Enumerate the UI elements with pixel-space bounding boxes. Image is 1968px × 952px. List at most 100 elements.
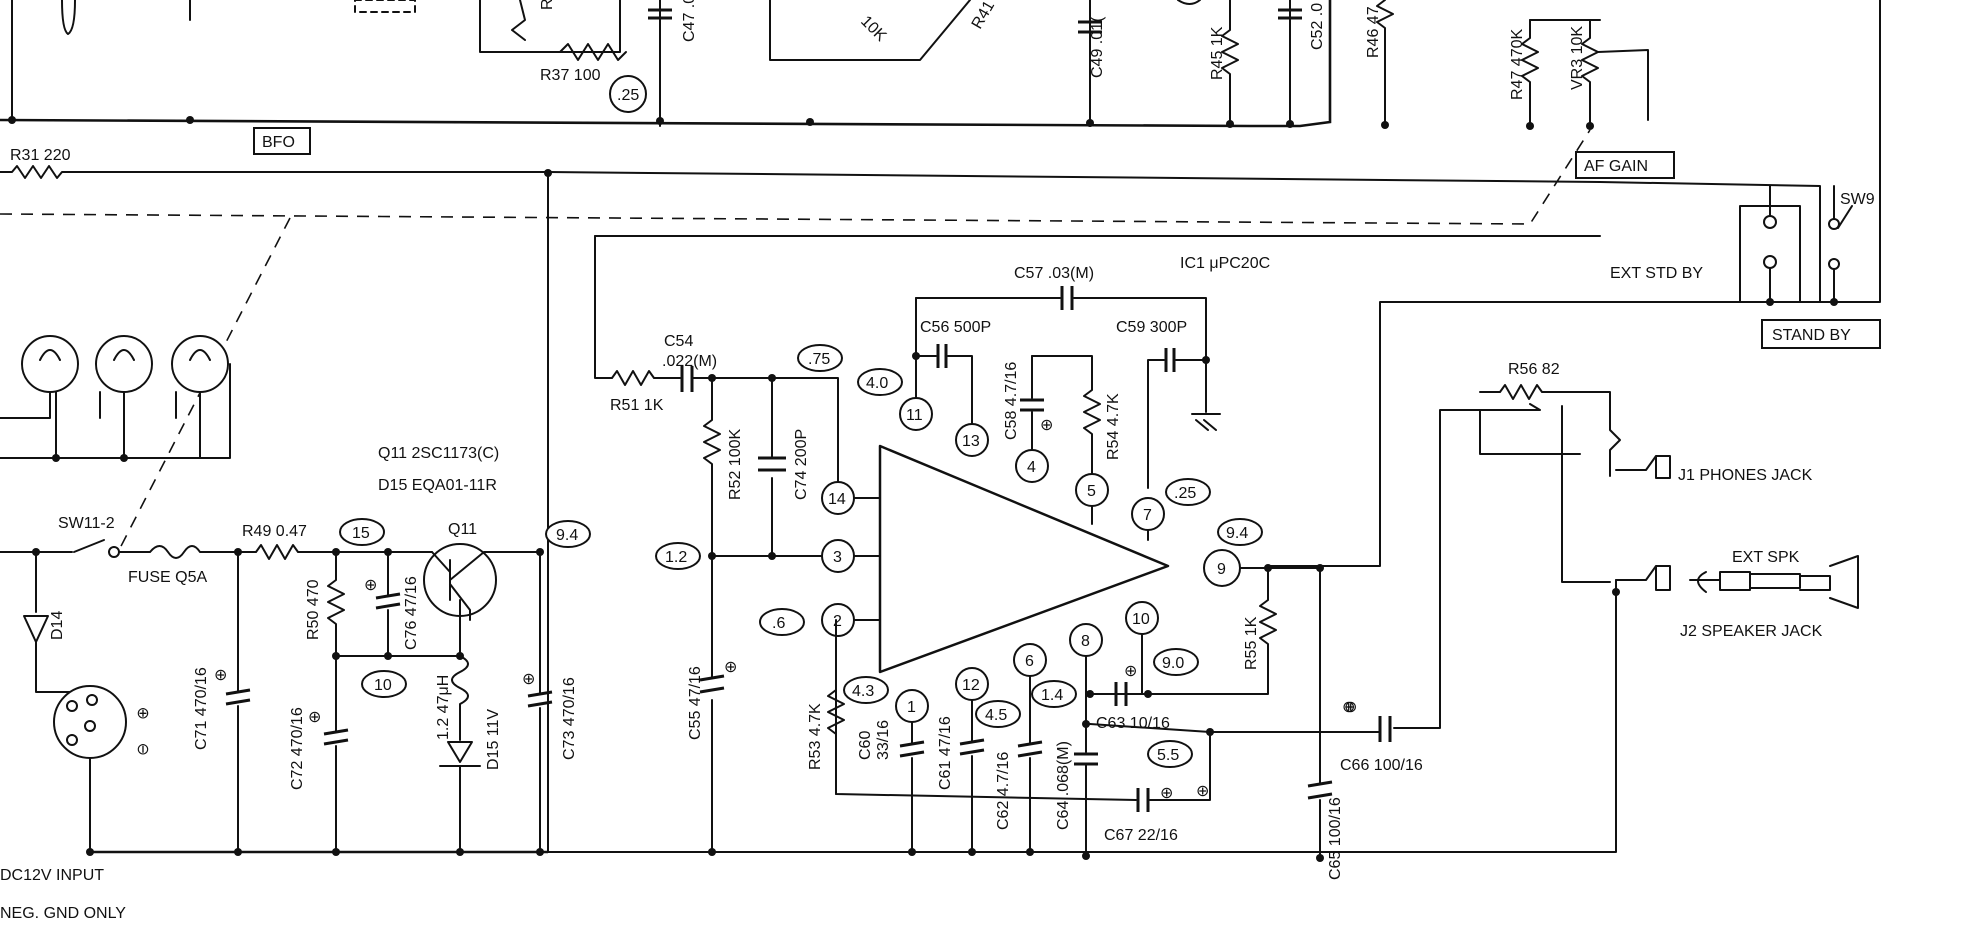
c63-capacitor [1114, 682, 1128, 706]
lamp-1 [21, 335, 79, 393]
bfo-label: BFO [262, 134, 295, 151]
pin-8: 8 [1081, 633, 1090, 650]
pin-left-stubs [853, 497, 881, 621]
r53-resistor [827, 635, 845, 795]
sw11-blade [73, 539, 105, 553]
c67-capacitor [1136, 788, 1150, 812]
output-network: C65 100/16 ⊕ C66 100/16 ⊕ C63 10/16 ⊕ R5… [835, 409, 1481, 880]
af-gain-dashed-link [0, 129, 1591, 225]
r31-rail: R31 220 [0, 147, 1601, 853]
c64-capacitor [1074, 752, 1098, 766]
j1-label: J1 PHONES JACK [1678, 467, 1813, 484]
r52-resistor [703, 377, 721, 557]
dc-input-label: DC12V INPUT [0, 867, 104, 884]
c65-capacitor [1307, 780, 1333, 800]
r50-resistor [327, 551, 461, 657]
r37-resistor [559, 43, 627, 61]
c56-label: C56 500P [920, 319, 991, 336]
c54-value-label: .022(M) [662, 353, 717, 370]
c72-plus: ⊕ [308, 709, 321, 726]
r56-resistor [1479, 384, 1591, 400]
c71-label: C71 470/16 [193, 667, 210, 750]
q11-type-label: Q11 2SC1173(C) [378, 445, 499, 462]
r51-resistor [594, 235, 681, 386]
vr3-label: VR3 10K [1569, 26, 1586, 90]
v-10: 10 [374, 677, 392, 694]
c62-capacitor [1017, 740, 1043, 758]
r46-label: R46 47 [1365, 6, 1382, 58]
c76-capacitor [375, 592, 401, 610]
pin10-wire [1085, 633, 1143, 695]
c76-plus: ⊕ [364, 577, 377, 594]
r52-label: R52 100K [727, 429, 744, 500]
ic-bottom-network: R53 4.7K C60 33/16 C61 47/16 C62 4.7/16 … [807, 633, 1143, 857]
d14-label: D14 [49, 611, 66, 640]
r54-resistor [1031, 355, 1101, 479]
c49-capacitor [1078, 20, 1102, 34]
top-dashed-box [354, 0, 416, 13]
c66-plus-2: ⊕ [1196, 783, 1209, 800]
v-06: .6 [772, 615, 785, 632]
c58-plus: ⊕ [1040, 417, 1053, 434]
r49-resistor [237, 544, 433, 560]
vr3-wiper-wire [1597, 49, 1649, 121]
c61-label: C61 47/16 [937, 716, 954, 790]
q11-leads [431, 551, 541, 621]
power-supply: SW11-2 FUSE Q5A R49 0.47 D14 ⊕ ⊖ DC12V I… [0, 335, 1090, 922]
ext-std-by-label: EXT STD BY [1610, 265, 1703, 282]
ground-symbol [1191, 359, 1221, 431]
q11-label: Q11 [448, 521, 477, 538]
c59-capacitor [1164, 348, 1176, 372]
c56-capacitor [936, 344, 948, 368]
c66-plus: ⊕ [1342, 699, 1355, 716]
fuse-label: FUSE Q5A [128, 569, 207, 586]
top-component-fragment [61, 0, 76, 35]
r50-label: R50 470 [305, 579, 322, 640]
r37-label: R37 100 [540, 67, 601, 84]
c66-label: C66 100/16 [1340, 757, 1423, 774]
c58-capacitor [1020, 398, 1044, 412]
sw11-label: SW11-2 [58, 515, 115, 532]
c59-label: C59 300P [1116, 319, 1187, 336]
v-14: 1.4 [1041, 687, 1063, 704]
pin-14: 14 [828, 491, 846, 508]
c72-capacitor [323, 728, 349, 746]
c52-capacitor [1278, 8, 1302, 20]
r31-wire [0, 165, 1601, 183]
pin-4: 4 [1027, 459, 1036, 476]
r49-label: R49 0.47 [242, 523, 307, 540]
v-15: 15 [352, 525, 370, 542]
pin-9: 9 [1217, 561, 1226, 578]
d14-diode [23, 551, 81, 693]
pin-2: 2 [833, 613, 842, 630]
ext-speaker-plug [1689, 555, 1859, 609]
j2-jack-symbol [1615, 565, 1671, 591]
r55-resistor [1089, 567, 1277, 695]
dc-minus: ⊖ [135, 743, 152, 756]
ic1-amplifier: IC1 μPC20C [878, 255, 1270, 674]
top-region: R3 C47 .0 R41 10K C49 .01( R45 1K C52 .0… [0, 0, 1649, 130]
sw9-switch [1833, 185, 1853, 303]
c59-wire [1147, 359, 1207, 489]
lamp-2 [95, 335, 153, 393]
pin-13: 13 [962, 433, 980, 450]
c67-plus: ⊕ [1160, 785, 1173, 802]
ic-pins: 11 13 4 5 7 14 3 2 9 10 8 6 12 1 [821, 397, 1321, 723]
ic1-triangle [878, 444, 1170, 674]
output-feed-wire [1267, 301, 1771, 567]
c57-wire [915, 297, 1207, 363]
c73-capacitor [527, 690, 553, 708]
v-40: 4.0 [866, 375, 888, 392]
pin-13-marker [955, 423, 989, 457]
d15-zener-and-inductor [439, 655, 481, 853]
l1-label: 1.2 47μH [435, 675, 452, 740]
pin-1: 1 [907, 699, 916, 716]
lamp-wires [0, 363, 231, 459]
c74-capacitor [758, 456, 786, 472]
r41-value-label: 10K [857, 13, 889, 45]
neg-gnd-label: NEG. GND ONLY [0, 905, 126, 922]
c62-label: C62 4.7/16 [995, 752, 1012, 830]
r31-label: R31 220 [10, 147, 71, 164]
c54-label: C54 [664, 333, 693, 350]
v-45: 4.5 [985, 707, 1007, 724]
